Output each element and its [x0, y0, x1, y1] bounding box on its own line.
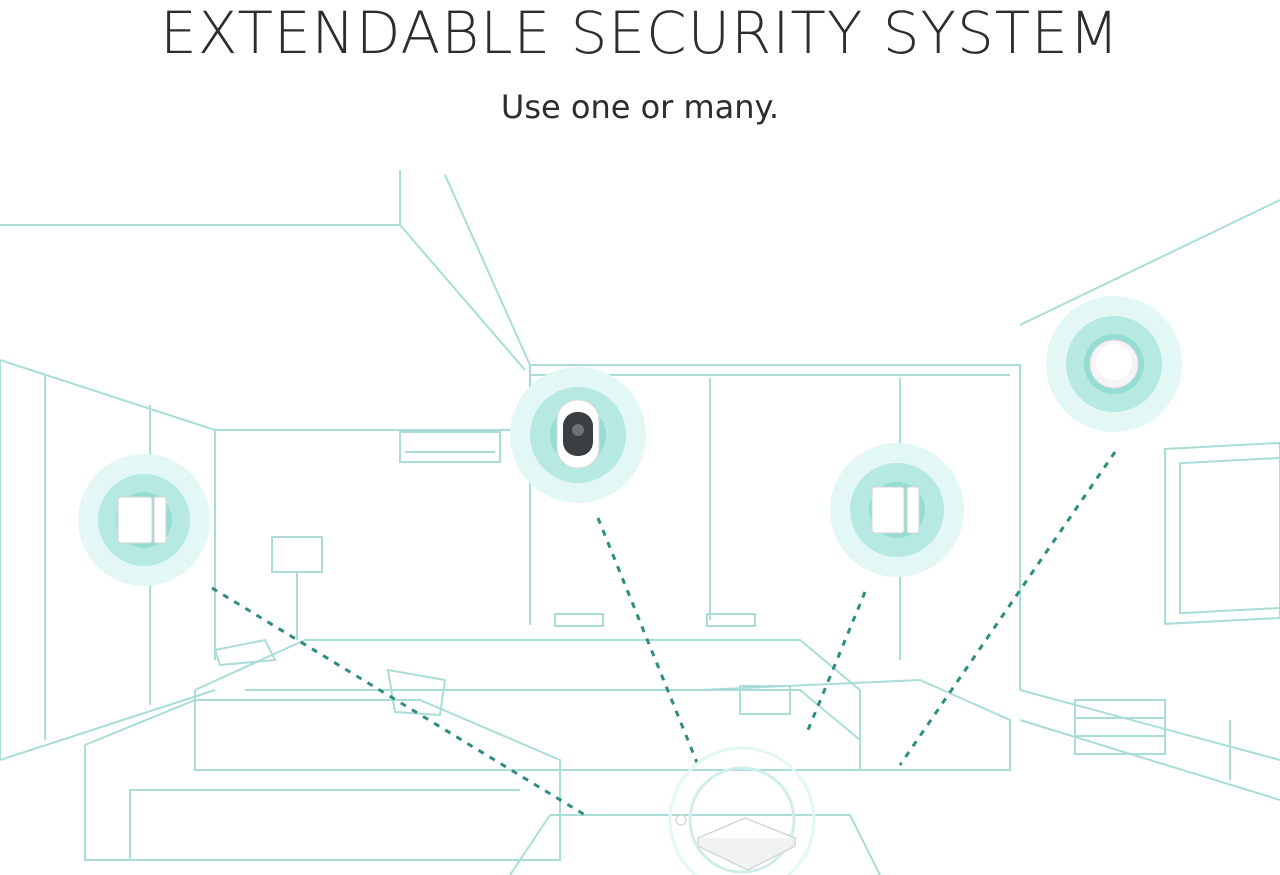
- hub-icon: [668, 746, 816, 875]
- room-illustration: [0, 150, 1280, 875]
- door-window-sensor-right-icon: [830, 443, 964, 577]
- door-window-sensor-left-icon: [78, 454, 210, 586]
- camera-icon: [510, 367, 646, 503]
- motion-sensor-icon: [1046, 296, 1182, 432]
- headline: EXTENDABLE SECURITY SYSTEM: [160, 0, 1120, 67]
- subheadline: Use one or many.: [500, 88, 780, 126]
- signal-paths: [211, 451, 1117, 817]
